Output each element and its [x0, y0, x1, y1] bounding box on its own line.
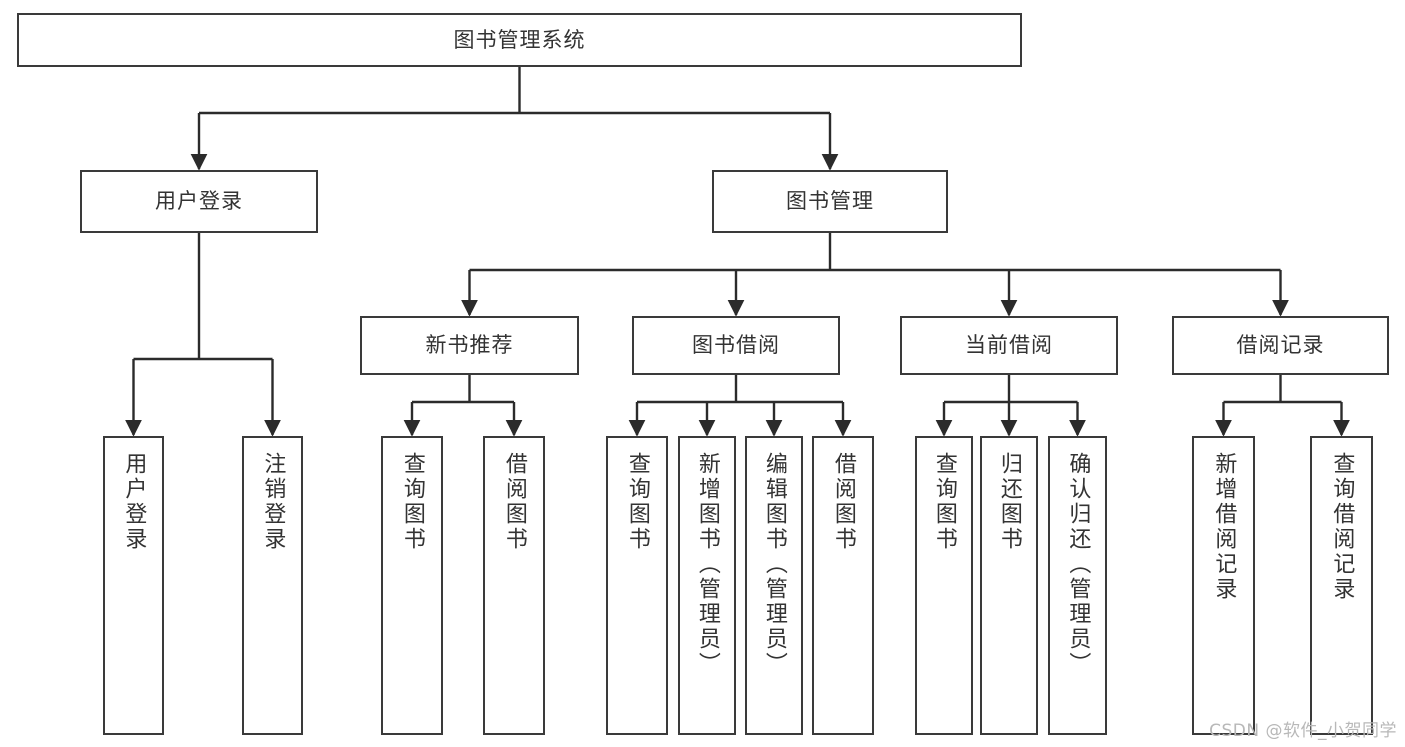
leaf-query-book-recommend[interactable]: 查询图书 — [381, 436, 443, 735]
node-label: 编辑图书（管理员） — [761, 452, 787, 677]
node-label: 新书推荐 — [425, 333, 514, 358]
node-borrow-record[interactable]: 借阅记录 — [1172, 316, 1389, 375]
leaf-query-book-borrow[interactable]: 查询图书 — [606, 436, 668, 735]
node-label: 当前借阅 — [965, 333, 1053, 358]
node-new-book-recommend[interactable]: 新书推荐 — [360, 316, 579, 375]
node-label: 新增借阅记录 — [1211, 452, 1237, 602]
node-label: 查询图书 — [624, 452, 650, 552]
leaf-query-borrow-record[interactable]: 查询借阅记录 — [1310, 436, 1373, 735]
node-label: 查询图书 — [399, 452, 425, 552]
node-label: 借阅图书 — [501, 452, 527, 552]
node-label: 注销登录 — [260, 452, 286, 552]
node-label: 查询图书 — [931, 452, 957, 552]
leaf-borrow-book[interactable]: 借阅图书 — [812, 436, 874, 735]
leaf-query-book-current[interactable]: 查询图书 — [915, 436, 973, 735]
node-book-borrow[interactable]: 图书借阅 — [632, 316, 840, 375]
leaf-logout[interactable]: 注销登录 — [242, 436, 303, 735]
leaf-add-borrow-record[interactable]: 新增借阅记录 — [1192, 436, 1255, 735]
leaf-borrow-book-recommend[interactable]: 借阅图书 — [483, 436, 545, 735]
leaf-edit-book-admin[interactable]: 编辑图书（管理员） — [745, 436, 803, 735]
node-label: 借阅图书 — [830, 452, 856, 552]
node-label: 用户登录 — [121, 452, 147, 552]
node-label: 新增图书（管理员） — [694, 452, 720, 677]
node-label: 查询借阅记录 — [1329, 452, 1355, 602]
leaf-confirm-return-admin[interactable]: 确认归还（管理员） — [1048, 436, 1107, 735]
node-label: 用户登录 — [155, 189, 243, 214]
node-label: 归还图书 — [996, 452, 1022, 552]
node-label: 确认归还（管理员） — [1065, 452, 1091, 677]
node-book-management[interactable]: 图书管理 — [712, 170, 948, 233]
node-label: 图书借阅 — [692, 333, 780, 358]
node-root[interactable]: 图书管理系统 — [17, 13, 1022, 67]
node-current-borrow[interactable]: 当前借阅 — [900, 316, 1118, 375]
node-label: 图书管理系统 — [453, 27, 586, 52]
node-label: 图书管理 — [786, 189, 874, 214]
leaf-user-login[interactable]: 用户登录 — [103, 436, 164, 735]
watermark: CSDN @软件_小贺同学 — [1209, 721, 1397, 741]
node-label: 借阅记录 — [1236, 333, 1325, 358]
leaf-add-book-admin[interactable]: 新增图书（管理员） — [678, 436, 736, 735]
node-user-login[interactable]: 用户登录 — [80, 170, 318, 233]
leaf-return-book[interactable]: 归还图书 — [980, 436, 1038, 735]
